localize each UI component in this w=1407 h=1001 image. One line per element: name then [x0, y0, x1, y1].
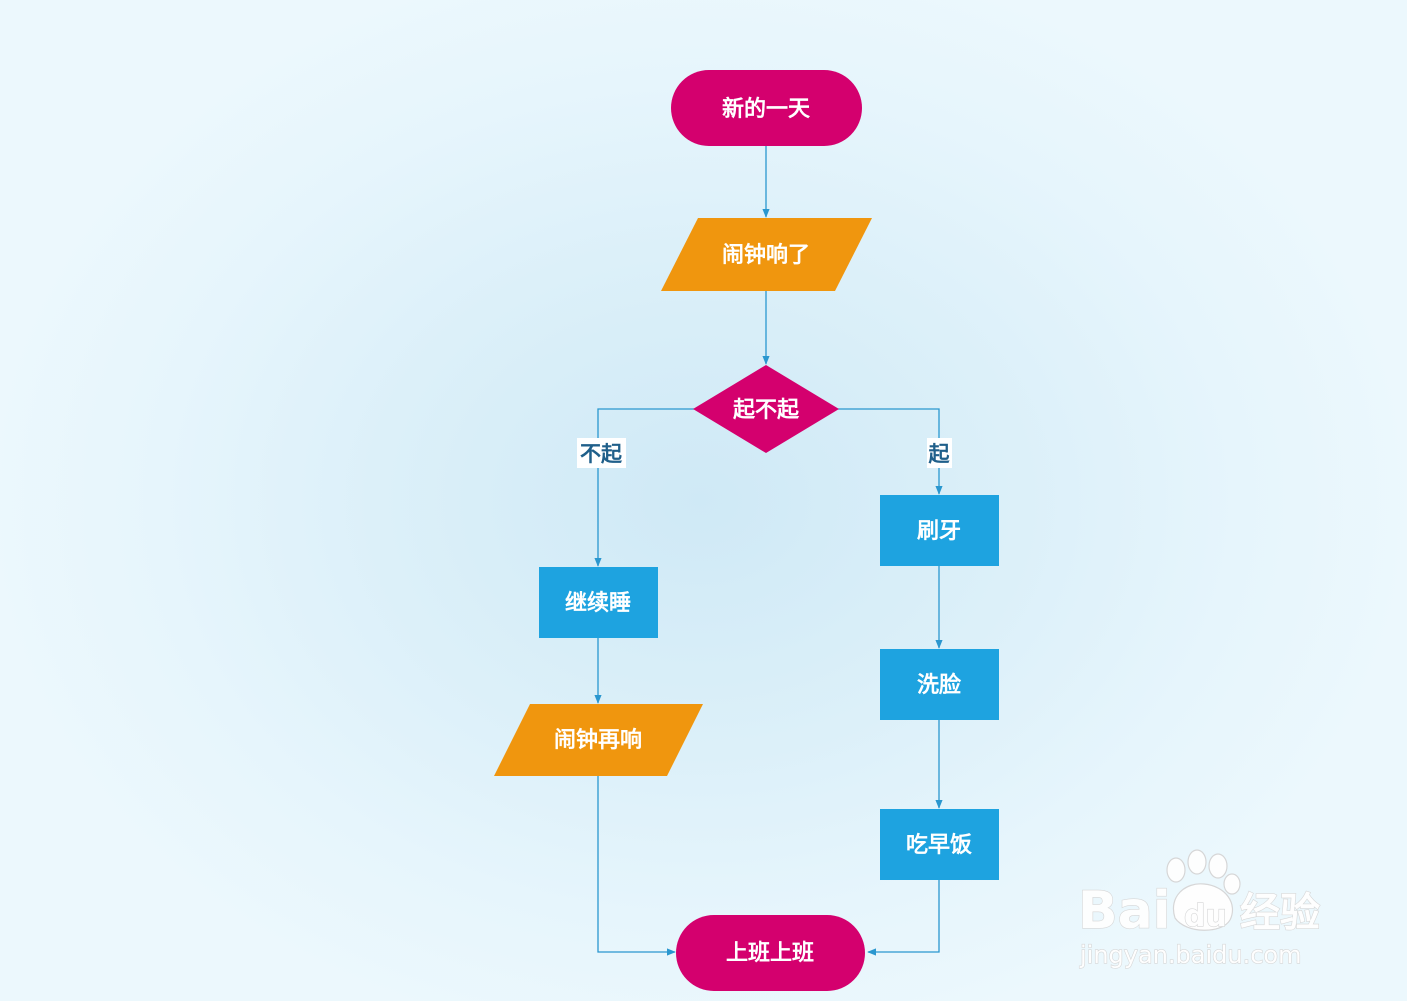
edge-label-no: 不起	[577, 438, 626, 468]
watermark-brand: Bai	[1078, 881, 1171, 941]
node-alarm-label: 闹钟响了	[722, 242, 810, 268]
node-wash-face: 洗脸	[880, 649, 999, 720]
node-end-label: 上班上班	[726, 941, 814, 966]
node-decision-label: 起不起	[732, 398, 800, 423]
node-keep-sleeping: 继续睡	[539, 567, 658, 638]
node-alarm-shape	[661, 218, 872, 291]
watermark-cn: 经验	[1240, 890, 1320, 936]
node-alarm-again-shape	[494, 704, 703, 776]
node-brush-teeth: 刷牙	[880, 495, 999, 566]
node-alarm-again: 闹钟再响	[494, 704, 703, 776]
edge-eat-breakfast-to-end	[867, 879, 940, 956]
node-eat-breakfast-label: 吃早饭	[906, 832, 972, 858]
node-alarm: 闹钟响了	[661, 218, 872, 291]
node-brush-teeth-label: 刷牙	[917, 519, 961, 544]
node-start-shape	[671, 70, 862, 146]
node-brush-teeth-shape	[880, 495, 999, 566]
watermark-brand2: du	[1184, 899, 1227, 934]
node-wash-face-shape	[880, 649, 999, 720]
node-keep-sleeping-label: 继续睡	[565, 590, 631, 616]
node-end: 上班上班	[676, 915, 865, 991]
node-decision-shape	[693, 365, 839, 453]
edges	[594, 145, 943, 956]
node-decision: 起不起	[693, 365, 839, 453]
edge-label-yes-bg	[927, 438, 952, 468]
node-end-shape	[676, 915, 865, 991]
edge-decision-to-keep-sleeping	[594, 408, 694, 567]
edge-label-no-bg	[577, 438, 626, 468]
watermark-url: jingyan.baidu.com	[1079, 941, 1301, 969]
node-start: 新的一天	[671, 70, 862, 146]
node-wash-face-label: 洗脸	[917, 672, 962, 698]
watermark: Bai du 经验 jingyan.baidu.com	[1077, 849, 1321, 970]
node-eat-breakfast: 吃早饭	[880, 809, 999, 880]
edge-decision-to-brush-teeth	[838, 408, 943, 495]
node-start-label: 新的一天	[722, 96, 811, 122]
node-eat-breakfast-shape	[880, 809, 999, 880]
paw-icon	[1166, 849, 1241, 931]
edge-label-yes-text: 起	[928, 442, 951, 466]
node-keep-sleeping-shape	[539, 567, 658, 638]
edge-label-yes: 起	[927, 438, 952, 468]
edge-label-no-text: 不起	[580, 442, 623, 466]
edge-alarm-again-to-end	[597, 775, 676, 956]
node-alarm-again-label: 闹钟再响	[554, 727, 642, 753]
